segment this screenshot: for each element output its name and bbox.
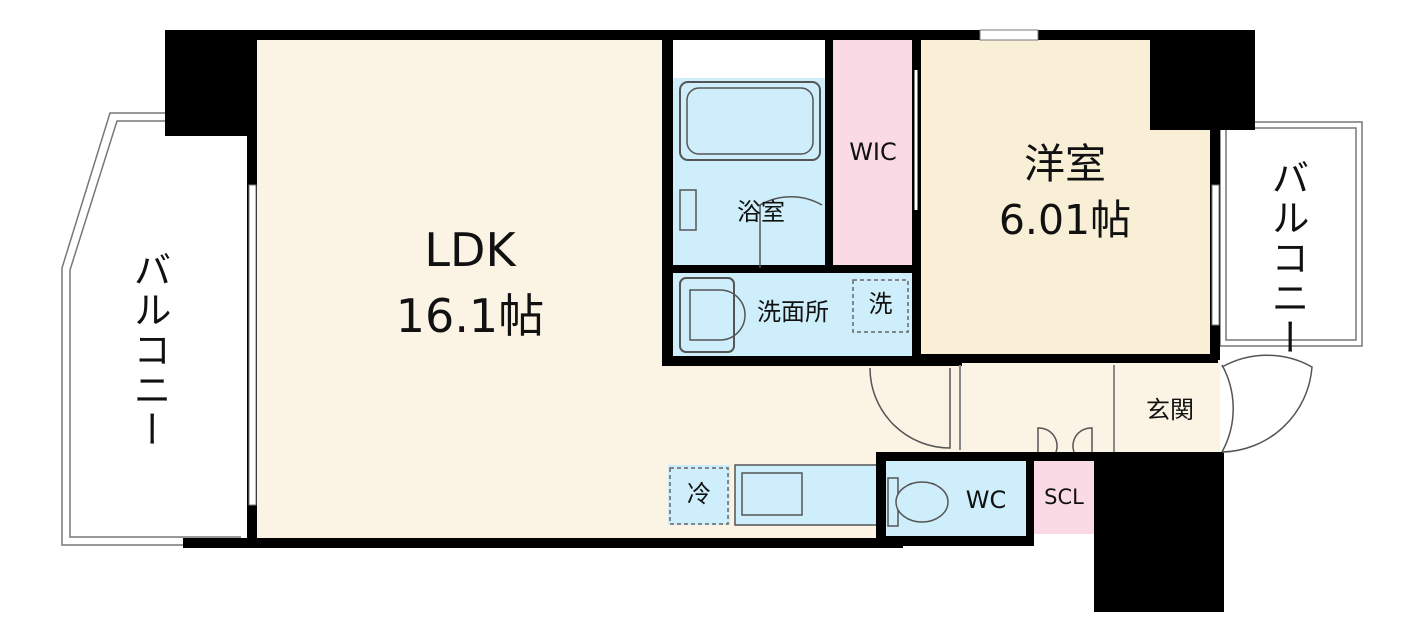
bathtub-inner xyxy=(686,87,814,155)
fridge-box xyxy=(669,467,729,525)
balcony-left-label: バルコニー xyxy=(127,250,172,450)
western-room-size: 6.01帖 xyxy=(998,196,1132,244)
scl-label: SCL xyxy=(1044,485,1084,509)
scl-floor xyxy=(1034,460,1094,534)
bath-door-swing xyxy=(759,195,823,268)
bath-shelf xyxy=(679,189,697,231)
washbasin xyxy=(679,277,735,353)
scl-doors xyxy=(1037,427,1093,453)
balcony-right-label: バルコニー xyxy=(1265,158,1310,358)
ldk-size: 16.1帖 xyxy=(395,289,545,343)
wic-label: WIC xyxy=(849,138,897,166)
ldk-floor xyxy=(255,35,673,543)
entrance-label: 玄関 xyxy=(1146,396,1194,424)
kitchen-counter xyxy=(734,464,878,526)
ldk-door-swing xyxy=(869,367,951,449)
toilet-bowl xyxy=(895,481,949,523)
fridge-space xyxy=(668,465,730,525)
balcony-left xyxy=(61,112,248,546)
sink xyxy=(741,472,803,516)
fridge-label: 冷 xyxy=(687,480,711,508)
bath-label: 浴室 xyxy=(737,198,785,226)
windows xyxy=(248,29,1220,506)
balcony-right xyxy=(1219,121,1363,347)
ldk-name: LDK xyxy=(424,223,516,277)
front-door xyxy=(1221,354,1313,453)
wc-label: WC xyxy=(965,486,1007,514)
hall-floor xyxy=(955,360,1220,458)
washroom-label: 洗面所 xyxy=(757,298,829,326)
entrance-door-swing xyxy=(1221,364,1234,453)
bathtub xyxy=(679,81,821,161)
washbasin-bowl xyxy=(689,289,746,341)
wic-floor xyxy=(831,35,915,267)
washer-label: 洗 xyxy=(868,290,893,318)
western-room-name: 洋室 xyxy=(1024,140,1106,188)
washer-space xyxy=(852,279,909,333)
